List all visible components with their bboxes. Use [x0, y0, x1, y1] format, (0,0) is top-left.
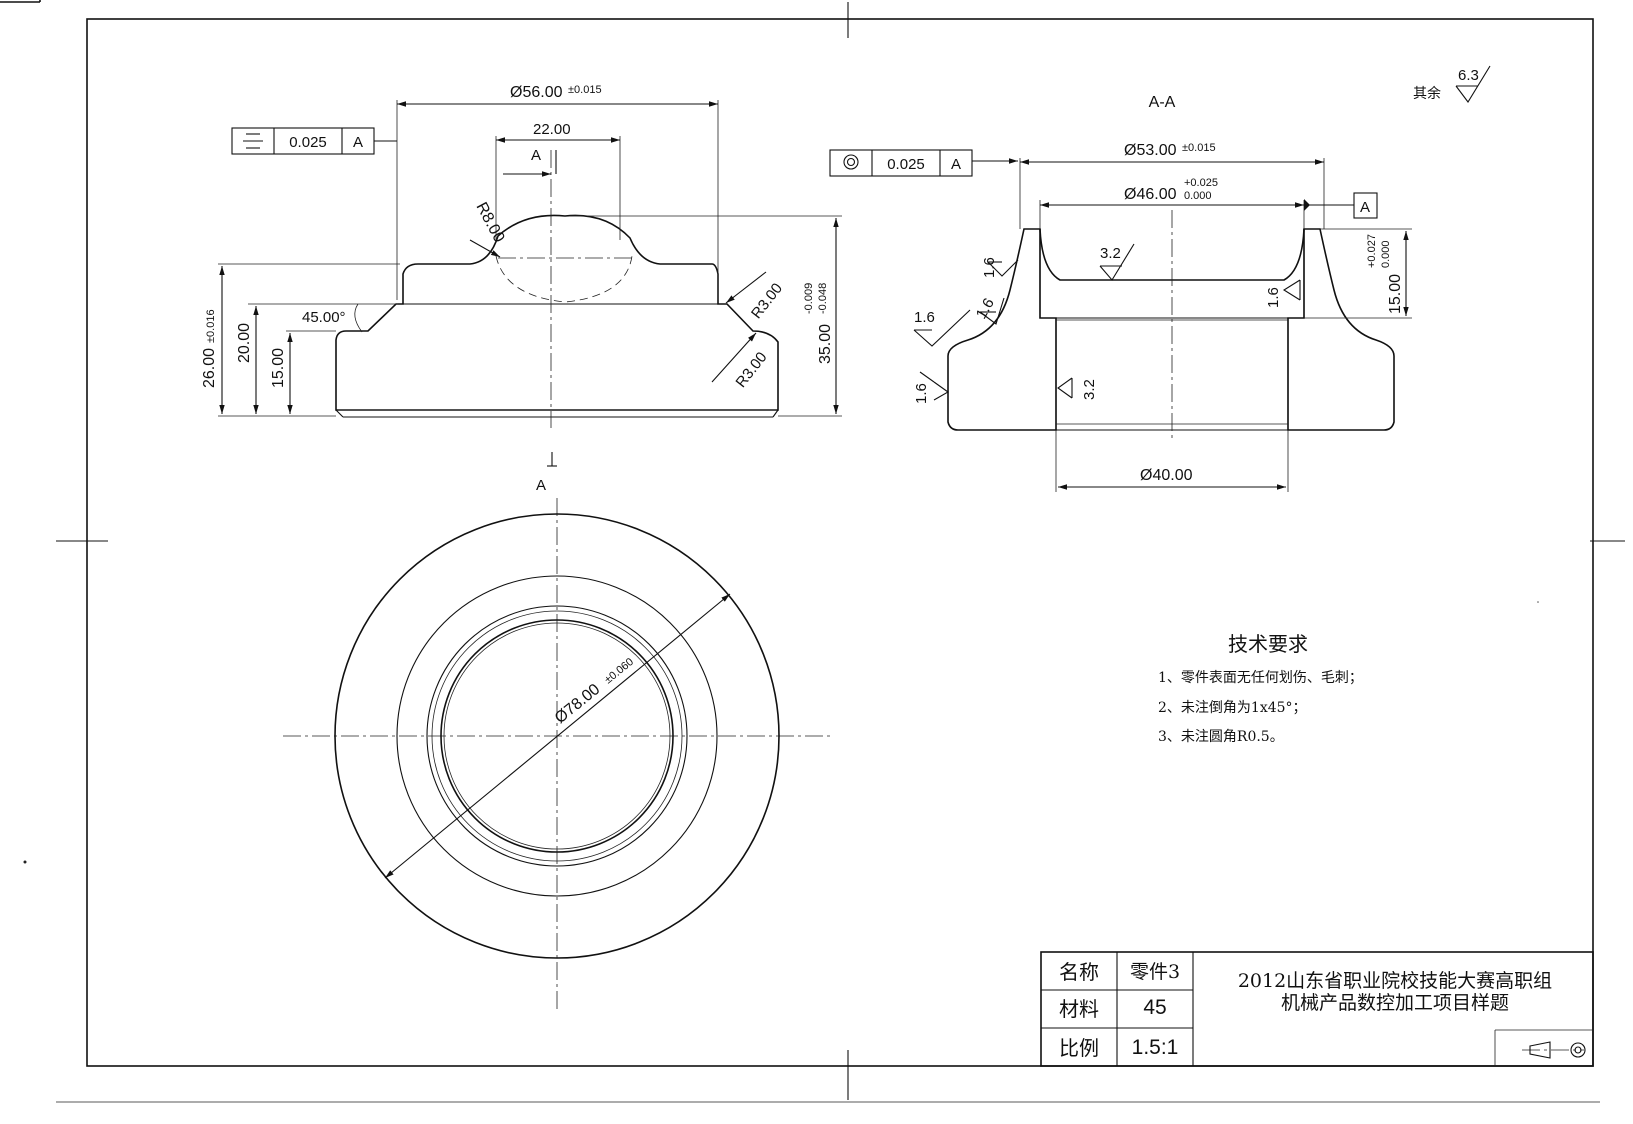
gtol-concentricity-value: 0.025	[887, 156, 925, 173]
svg-text:1.6: 1.6	[981, 257, 998, 278]
dim-dia-46-tol-upper: +0.025	[1184, 177, 1218, 189]
roughness-symbol-6: 3.2	[1099, 243, 1135, 281]
radius-r3-upper-label: R3.00	[748, 280, 786, 322]
roughness-symbol-2: 1.6	[973, 295, 1005, 325]
svg-text:3.2: 3.2	[1100, 245, 1121, 262]
dim-height-35-tol-lower: -0.048	[817, 283, 829, 314]
dim-height-26-tol: ±0.016	[205, 309, 217, 343]
angle-45-label: 45.00°	[302, 309, 346, 326]
radius-r3-lower-label: R3.00	[733, 349, 771, 391]
projection-symbol-icon	[1522, 1041, 1586, 1059]
tech-requirements: 技术要求 1、零件表面无任何划伤、毛刺； 2、未注倒角为1x45°； 3、未注圆…	[1158, 632, 1363, 745]
tech-req-title: 技术要求	[1228, 632, 1308, 656]
gtol-symmetry-frame: 0.025 A	[231, 127, 397, 155]
gtol-symmetry-value: 0.025	[289, 134, 327, 151]
radius-r8-label: R8.00	[472, 200, 507, 246]
roughness-symbol-4: 1.6	[913, 371, 950, 404]
concentricity-icon	[843, 154, 859, 170]
section-mark-top: A	[531, 147, 541, 164]
front-view: A A Ø56.00 ±0.015 22.00 0.025 A	[201, 84, 842, 494]
roughness-symbol-5: 1.6	[1265, 279, 1301, 308]
roughness-symbol-7: 3.2	[1057, 377, 1098, 400]
dim-height-35-tol-upper: -0.009	[803, 283, 815, 314]
section-left-half	[947, 228, 1057, 431]
title-block-name-label: 名称	[1059, 960, 1099, 984]
datum-a-marker: A	[1304, 192, 1378, 219]
section-mark-bottom: A	[536, 477, 546, 494]
dim-height-35: 35.00	[817, 324, 834, 364]
dim-width-22: 22.00	[533, 121, 571, 138]
title-block-scale-value: 1.5:1	[1132, 1036, 1179, 1059]
dim-height-20: 20.00	[236, 323, 253, 363]
gtol-concentricity-frame: 0.025 A	[829, 149, 1018, 177]
dim-outer-dia: Ø56.00	[510, 84, 563, 101]
svg-text:1.6: 1.6	[1265, 287, 1282, 308]
bottom-view: Ø78.00 ±0.060	[283, 498, 834, 1010]
scan-dot	[23, 860, 27, 864]
general-roughness: 其余 6.3	[1413, 65, 1491, 103]
roughness-symbol-3: 1.6	[913, 309, 971, 347]
datum-a-label: A	[1360, 199, 1370, 216]
dim-height-15-section: 15.00	[1387, 274, 1404, 314]
title-block-title-line2: 机械产品数控加工项目样题	[1281, 992, 1509, 1014]
svg-text:1.6: 1.6	[913, 383, 930, 404]
gtol-concentricity-datum: A	[951, 156, 961, 173]
general-roughness-label: 其余	[1413, 85, 1441, 102]
scan-dot-2	[1537, 601, 1539, 603]
title-block: 名称 零件3 材料 45 比例 1.5:1 2012山东省职业院校技能大赛高职组…	[1040, 951, 1594, 1067]
dim-outer-dia-tol: ±0.015	[568, 84, 602, 96]
tech-req-item-3: 3、未注圆角R0.5。	[1158, 729, 1284, 745]
svg-text:3.2: 3.2	[1081, 379, 1098, 400]
gtol-symmetry-datum: A	[353, 134, 363, 151]
svg-text:1.6: 1.6	[914, 309, 935, 326]
title-block-name-value: 零件3	[1130, 961, 1180, 983]
roughness-symbol-1: 1.6	[981, 257, 1019, 278]
sheet-frame	[0, 0, 1625, 1103]
dim-dia-40: Ø40.00	[1140, 467, 1193, 484]
front-view-outline	[335, 214, 779, 411]
dim-height-26: 26.00	[201, 348, 218, 388]
general-roughness-value: 6.3	[1458, 67, 1479, 84]
dim-dia-53-tol: ±0.015	[1182, 142, 1216, 154]
symmetry-icon	[243, 133, 263, 149]
title-block-scale-label: 比例	[1059, 1036, 1099, 1060]
title-block-material-value: 45	[1143, 996, 1166, 1019]
dim-dia-46-tol-lower: 0.000	[1184, 190, 1212, 202]
section-view: A-A Ø53.00 ±0.015 0.025	[829, 94, 1412, 492]
title-block-material-label: 材料	[1059, 997, 1099, 1021]
tech-req-item-1: 1、零件表面无任何划伤、毛刺；	[1158, 670, 1363, 686]
section-right-half	[1287, 228, 1395, 431]
section-title: A-A	[1149, 94, 1176, 111]
dim-dia-46: Ø46.00	[1124, 186, 1177, 203]
dim-height-15-section-tol-lower: 0.000	[1380, 240, 1392, 268]
dim-dia-53: Ø53.00	[1124, 142, 1177, 159]
tech-req-item-2: 2、未注倒角为1x45°；	[1158, 700, 1307, 716]
dim-height-15: 15.00	[270, 348, 287, 388]
svg-text:1.6: 1.6	[973, 295, 998, 322]
title-block-title-line1: 2012山东省职业院校技能大赛高职组	[1238, 970, 1552, 992]
dim-height-15-section-tol-upper: +0.027	[1366, 234, 1378, 268]
dim-dia-78-tol: ±0.060	[602, 656, 636, 686]
circle-outer	[334, 513, 780, 959]
